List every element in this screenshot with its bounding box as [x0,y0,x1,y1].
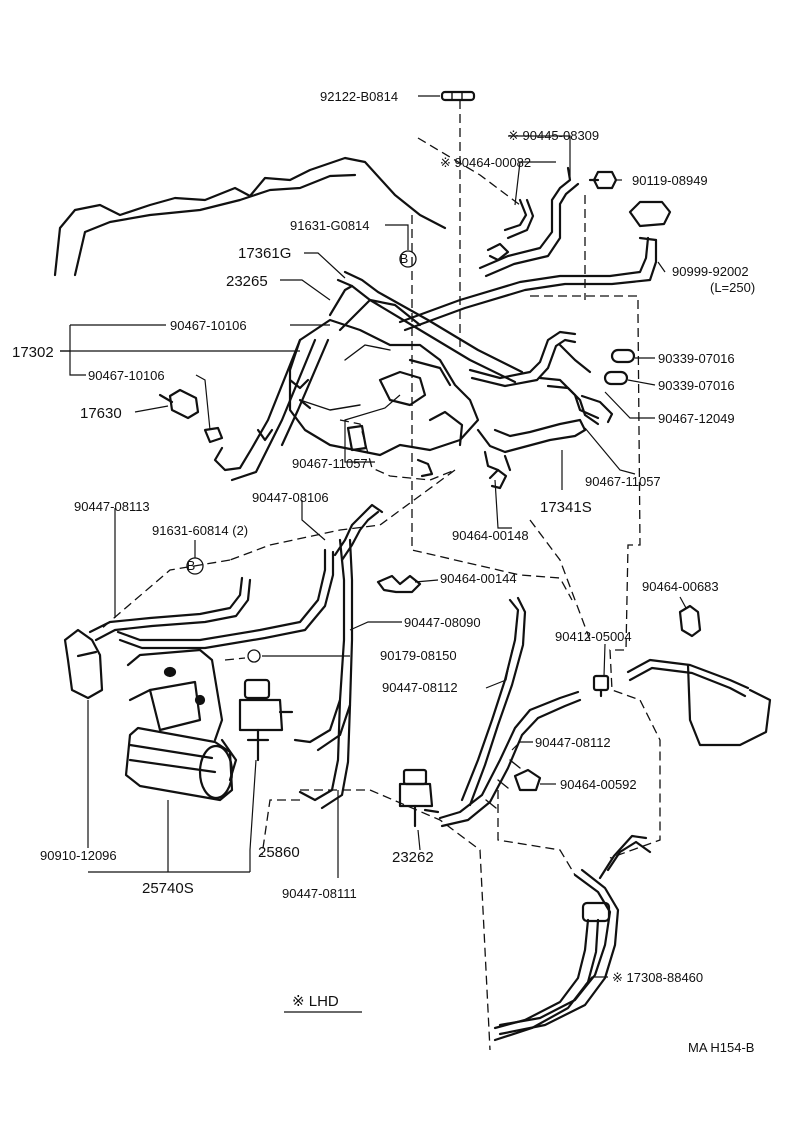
vsv-17302-tubes [213,338,330,482]
part-labels: 92122-B0814 ※ 90445-08309 ※ 90464-00082 … [12,89,755,1055]
canister-25740s [124,648,238,802]
hose-90447-08106 [333,503,384,562]
label-90999-92002: 90999-92002 [672,264,749,279]
hoses-right-cluster [468,330,614,426]
label-23262: 23262 [392,849,434,866]
label-90464-00683: 90464-00683 [642,579,719,594]
hose-17308-88460 [493,834,652,1042]
label-90447-08113: 90447-08113 [74,499,150,514]
label-90447-08112-a: 90447-08112 [382,680,458,695]
label-91631-g0814: 91631-G0814 [290,218,370,233]
label-90339-07016-b: 90339-07016 [658,378,735,393]
label-90467-11057-right: 90467-11057 [585,474,661,489]
label-90464-00592: 90464-00592 [560,777,637,792]
intake-manifold-drawing [288,298,480,457]
label-90467-10106-top: 90467-10106 [170,318,247,333]
label-90464-00082: ※ 90464-00082 [440,155,531,170]
bolt-90119-08949 [588,170,618,190]
label-90447-08111: 90447-08111 [282,886,357,901]
hose-90447-08111 [293,538,354,810]
fitting-90412 [592,674,610,698]
label-90447-08106: 90447-08106 [252,490,329,505]
label-90467-10106-bottom: 90467-10106 [88,368,165,383]
clip-90464-00082 [486,242,510,262]
label-lhd: ※ LHD [292,993,339,1010]
clip-90464-00683 [678,604,702,638]
label-90467-12049: 90467-12049 [658,411,735,426]
dashed-region-lines [99,100,661,1051]
label-90447-08090: 90447-08090 [404,615,481,630]
clip-92122-b0814 [440,90,476,102]
label-92122-b0814: 92122-B0814 [320,89,398,104]
hose-90447-08112b [438,690,582,828]
clip-90464-00148 [488,468,508,490]
label-90467-11057-left: 90467-11057 [292,456,368,471]
label-90464-00144: 90464-00144 [440,571,517,586]
sensor-17630 [158,388,224,444]
label-17341s: 17341S [540,499,592,516]
label-ma-h154-b: MA H154-B [688,1040,754,1055]
engine-outline [53,156,447,277]
vsv-90910-12096 [63,628,104,700]
label-25740s: 25740S [142,880,194,897]
label-l250: (L=250) [710,280,755,295]
label-17630: 17630 [80,405,122,422]
label-17361g: 17361G [238,245,291,262]
hose-17361g [328,270,524,384]
hose-90464-00082-clip [503,198,535,240]
label-17302: 17302 [12,344,54,361]
label-90447-08112-b: 90447-08112 [535,735,611,750]
label-90412-05004: 90412-05004 [555,629,632,644]
leader-lines [60,95,687,1013]
vtv-17341s [476,418,587,472]
label-90445-08309: ※ 90445-08309 [508,128,599,143]
connector-90999-top [628,200,672,228]
hose-90447-08113 [88,576,252,642]
label-23265: 23265 [226,273,268,290]
hose-90445-08309 [478,166,580,278]
label-90464-00148: 90464-00148 [452,528,529,543]
callout-b-top: B [400,251,409,266]
label-25860: 25860 [258,844,300,861]
label-90910-12096: 90910-12096 [40,848,117,863]
label-90339-07016-a: 90339-07016 [658,351,735,366]
label-91631-60814: 91631-60814 (2) [152,523,248,538]
label-17308-88460: ※ 17308-88460 [612,970,703,985]
callout-b-left: B [187,558,196,573]
hose-90999-92002 [398,236,658,332]
clip-90464-00592 [513,768,542,792]
fittings-90339 [603,348,636,386]
valve-25860 [238,678,294,762]
hose-90447-08090 [116,548,335,650]
switch-23262 [398,768,440,828]
label-90119-08949: 90119-08949 [632,173,708,188]
label-90179-08150: 90179-08150 [380,648,457,663]
clip-90464-00144 [376,574,422,594]
hose-right-lower [626,658,772,747]
